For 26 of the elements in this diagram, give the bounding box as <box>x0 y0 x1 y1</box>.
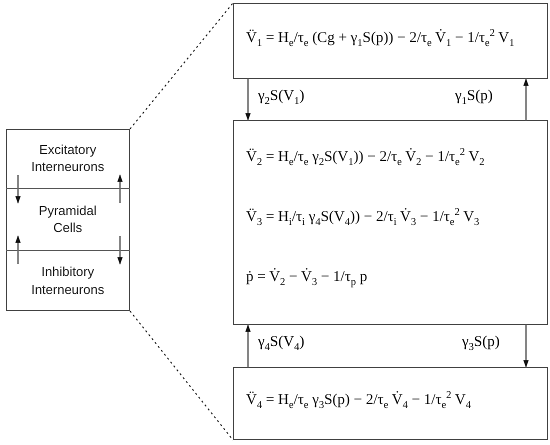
arrow <box>523 325 529 368</box>
arrow <box>117 174 123 203</box>
equation: V̈$_{1}$ = H$_{e}$/τ$_{e}$ (Cg + γ$_{1}$S(p)) − 2/τ$_{e}$ V̇$_{1}$ − 1/τ$_{e}$$^{2}$ V$_{1}$ <box>246 30 514 47</box>
equation-box <box>233 3 548 79</box>
edge-label: γ$_{1}$S(p) <box>455 88 493 104</box>
arrow <box>15 235 21 264</box>
model-box <box>6 129 130 311</box>
arrow <box>245 79 251 121</box>
zoom-line <box>130 2 234 130</box>
equation: V̈$_{4}$ = H$_{e}$/τ$_{e}$ γ$_{3}$S(p) − 2/τ$_{e}$ V̇$_{4}$ − 1/τ$_{e}$$^{2}$ V$_{4}$ <box>246 392 471 409</box>
equation: ṗ = V̇$_{2}$ − V̇$_{3}$ − 1/τ$_{p}$ p <box>246 269 368 286</box>
equation: V̈$_{3}$ = H$_{i}$/τ$_{i}$ γ$_{4}$S(V$_{4}$)) − 2/τ$_{i}$ V̇$_{3}$ − 1/τ$_{e}$$^{2}$ V$_{3}$ <box>246 209 480 226</box>
edge-label: γ$_{3}$S(p) <box>462 334 500 351</box>
edge-label: γ$_{2}$S(V$_{1}$) <box>258 88 304 104</box>
population-label: Excitatory Interneurons <box>30 140 106 176</box>
arrow <box>245 324 251 367</box>
equation-box <box>233 367 548 440</box>
equation-box <box>233 120 548 325</box>
equation: V̈$_{2}$ = H$_{e}$/τ$_{e}$ γ$_{2}$S(V$_{1}$)) − 2/τ$_{e}$ V̇$_{2}$ − 1/τ$_{e}$$^{2}$ V$_{2}$ <box>246 149 485 166</box>
arrow <box>117 236 123 265</box>
population-label: Inhibitory Interneurons <box>30 263 106 298</box>
arrow <box>15 175 21 204</box>
edge-label: γ$_{4}$S(V$_{4}$) <box>258 334 304 351</box>
zoom-line <box>130 310 234 440</box>
population-label: Pyramidal Cells <box>38 202 98 237</box>
arrow <box>523 78 529 120</box>
